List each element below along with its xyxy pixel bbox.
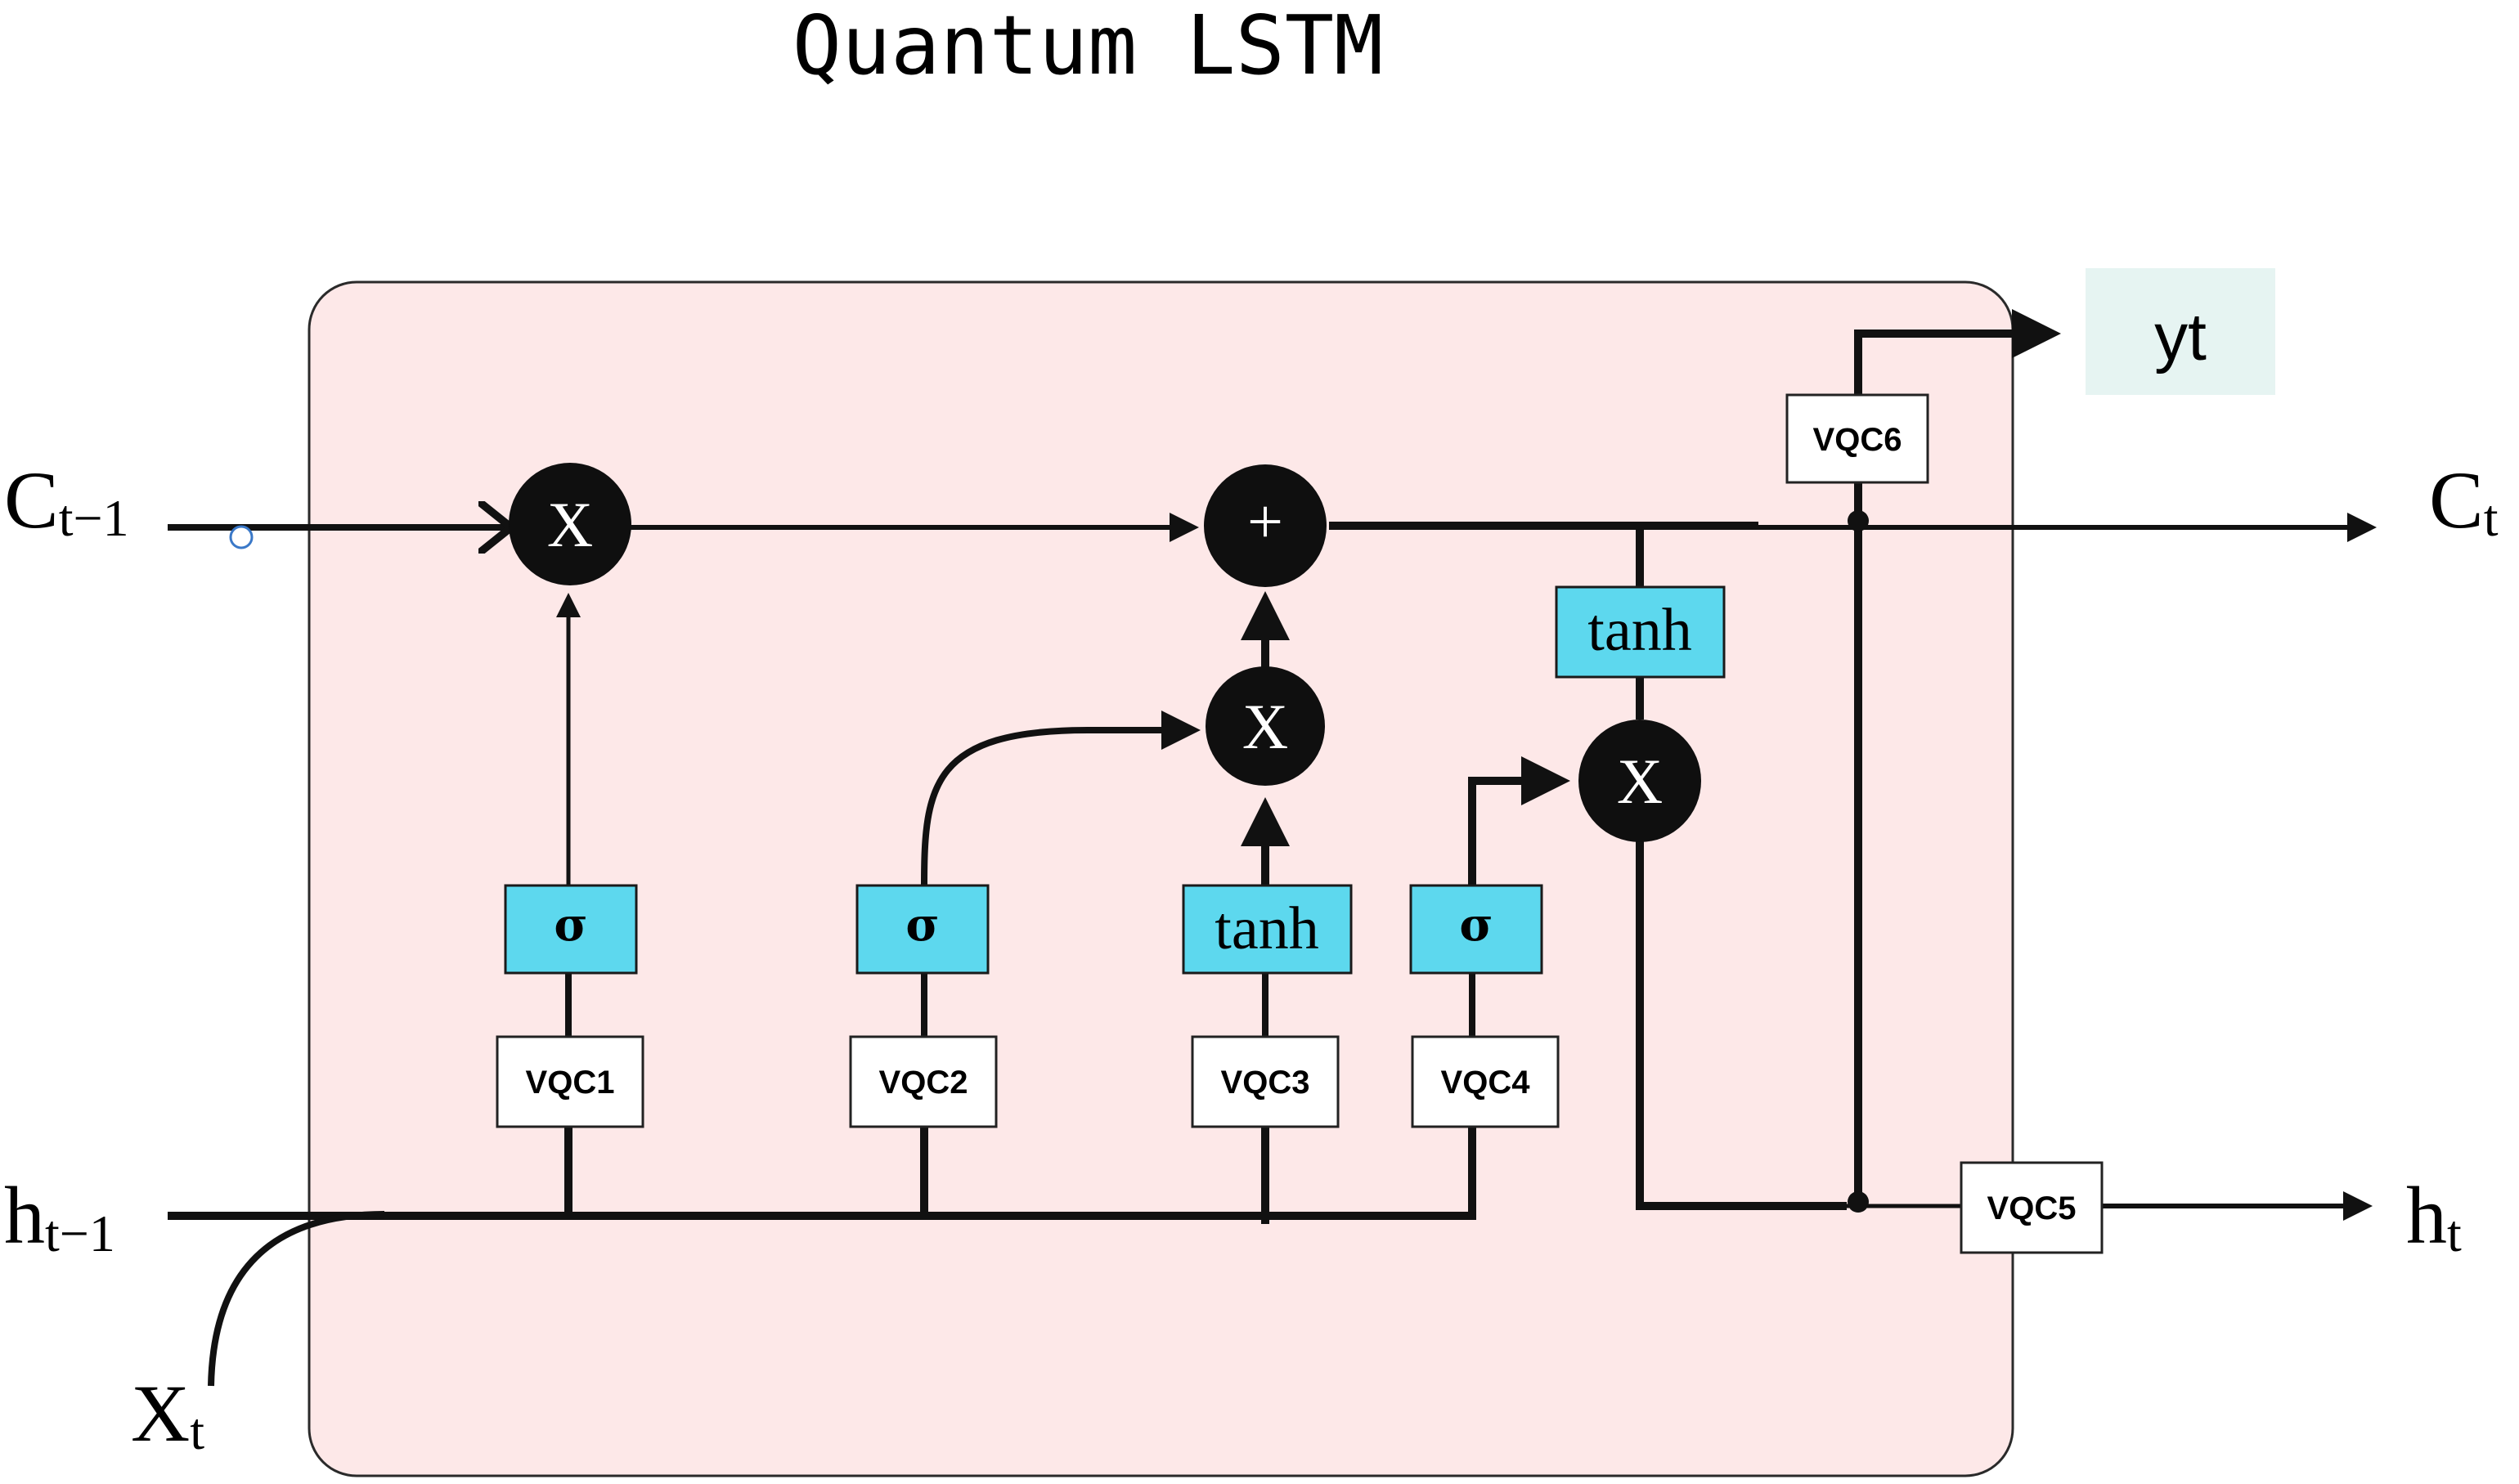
- cell-add-op: +: [1204, 464, 1327, 587]
- svg-text:VQC6: VQC6: [1813, 422, 1902, 458]
- diagram-title: Quantum LSTM: [793, 0, 1383, 93]
- svg-text:VQC1: VQC1: [526, 1065, 615, 1101]
- c-prev-label: Ct−1: [4, 455, 129, 547]
- h-t-label: ht: [2406, 1170, 2462, 1262]
- vqc2-box: VQC2: [849, 1035, 998, 1128]
- vqc1-box: VQC1: [496, 1035, 644, 1128]
- c-t-label: Ct: [2429, 455, 2499, 547]
- output-multiply-op: X: [1578, 720, 1701, 842]
- svg-text:+: +: [1247, 486, 1283, 557]
- svg-text:tanh: tanh: [1587, 597, 1691, 664]
- input-multiply-op: X: [1206, 666, 1325, 786]
- svg-text:VQC5: VQC5: [1987, 1190, 2077, 1226]
- cell-tanh: tanh: [1555, 585, 1726, 679]
- output-gate-sigma: σ: [1409, 884, 1543, 975]
- vqc5-box: VQC5: [1960, 1161, 2104, 1254]
- svg-text:tanh: tanh: [1215, 895, 1318, 962]
- vqc3-box: VQC3: [1191, 1035, 1340, 1128]
- wires: [168, 309, 2377, 1387]
- vqc6-box: VQC6: [1785, 393, 1929, 484]
- svg-text:X: X: [1617, 746, 1663, 817]
- junction-dot: [229, 525, 254, 549]
- yt-output-box: [2086, 268, 2275, 395]
- h-prev-label: ht−1: [4, 1170, 115, 1262]
- svg-text:σ: σ: [554, 898, 587, 952]
- x-t-label: Xt: [131, 1368, 204, 1460]
- svg-text:VQC4: VQC4: [1441, 1065, 1531, 1101]
- svg-text:X: X: [1242, 691, 1288, 762]
- candidate-tanh: tanh: [1182, 884, 1353, 975]
- svg-text:X: X: [547, 489, 593, 560]
- svg-text:VQC2: VQC2: [879, 1065, 968, 1101]
- forget-multiply-op: X: [509, 463, 631, 585]
- svg-text:σ: σ: [905, 898, 939, 952]
- input-gate-sigma: σ: [855, 884, 990, 975]
- forget-gate-sigma: σ: [504, 884, 638, 975]
- svg-text:σ: σ: [1459, 898, 1493, 952]
- yt-output-label: yt: [2154, 300, 2207, 374]
- lstm-cell-box: [308, 280, 2014, 1477]
- vqc4-box: VQC4: [1411, 1035, 1560, 1128]
- svg-text:VQC3: VQC3: [1221, 1065, 1310, 1101]
